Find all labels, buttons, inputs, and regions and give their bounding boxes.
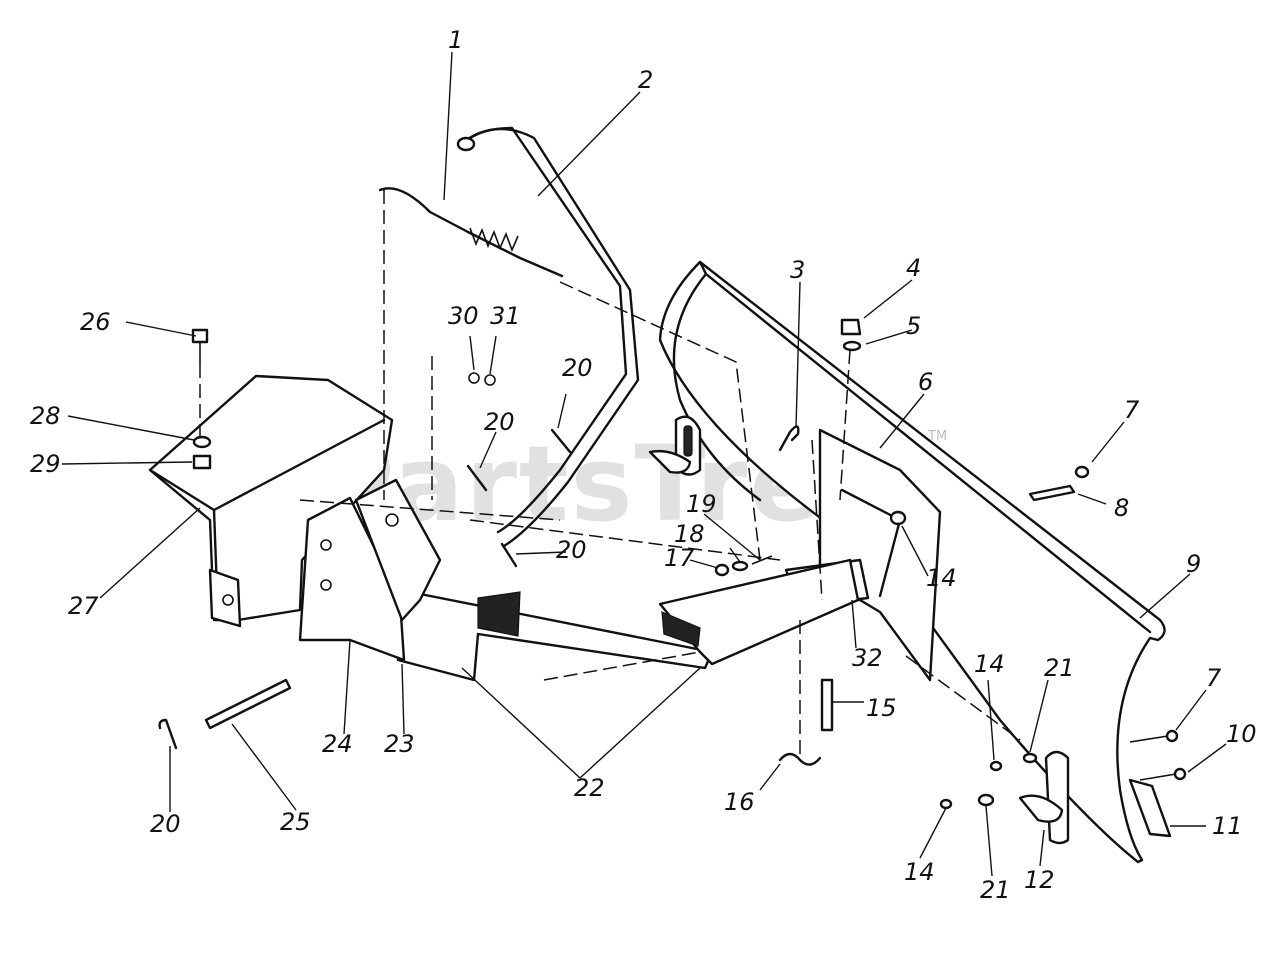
callout-20c: 20 <box>556 536 587 564</box>
callout-11: 11 <box>1212 812 1243 840</box>
callout-27: 27 <box>68 592 99 620</box>
callout-21a: 21 <box>1044 654 1075 682</box>
callout-21b: 21 <box>980 876 1011 904</box>
callout-labels: 1 2 3 4 5 6 7 8 9 7 10 11 12 14 14 14 15… <box>30 26 1257 904</box>
callout-12: 12 <box>1024 866 1055 894</box>
pivot-mount <box>298 478 442 662</box>
callout-16: 16 <box>724 788 755 816</box>
callout-4: 4 <box>906 254 921 282</box>
callout-17: 17 <box>664 544 695 572</box>
callout-2: 2 <box>638 66 653 94</box>
callout-14c: 14 <box>904 858 935 886</box>
pin-25 <box>204 678 292 730</box>
callout-7b: 7 <box>1206 664 1222 692</box>
callout-20b: 20 <box>484 408 515 436</box>
callout-19: 19 <box>686 490 717 518</box>
callout-14a: 14 <box>974 650 1005 678</box>
callout-18: 18 <box>674 520 705 548</box>
callout-25: 25 <box>280 808 311 836</box>
callout-23: 23 <box>384 730 415 758</box>
callout-29: 29 <box>30 450 61 478</box>
lift-spring <box>378 187 564 278</box>
callout-26: 26 <box>80 308 111 336</box>
assembly-lines <box>199 190 1021 760</box>
callout-10: 10 <box>1226 720 1257 748</box>
cotter-pins <box>158 428 572 750</box>
watermark-tm: TM <box>927 429 947 444</box>
lift-handle <box>456 126 640 548</box>
callout-32: 32 <box>852 644 883 672</box>
callout-7a: 7 <box>1124 396 1140 424</box>
callout-31: 31 <box>490 302 521 330</box>
callout-20d: 20 <box>150 810 181 838</box>
callout-9: 9 <box>1186 550 1201 578</box>
push-frame <box>396 558 860 682</box>
callout-3: 3 <box>790 256 805 284</box>
leader-lines <box>61 51 1227 877</box>
callout-30: 30 <box>448 302 479 330</box>
callout-24: 24 <box>322 730 353 758</box>
callout-22: 22 <box>574 774 605 802</box>
callout-28: 28 <box>30 402 61 430</box>
callout-5: 5 <box>906 312 921 340</box>
callout-14b: 14 <box>926 564 957 592</box>
callout-1: 1 <box>448 26 463 54</box>
skid-bracket-upper <box>648 415 702 476</box>
callout-20a: 20 <box>562 354 593 382</box>
mounting-bracket <box>148 374 394 628</box>
callout-15: 15 <box>866 694 897 722</box>
callout-8: 8 <box>1114 494 1129 522</box>
callout-6: 6 <box>918 368 933 396</box>
fasteners <box>191 318 1187 845</box>
